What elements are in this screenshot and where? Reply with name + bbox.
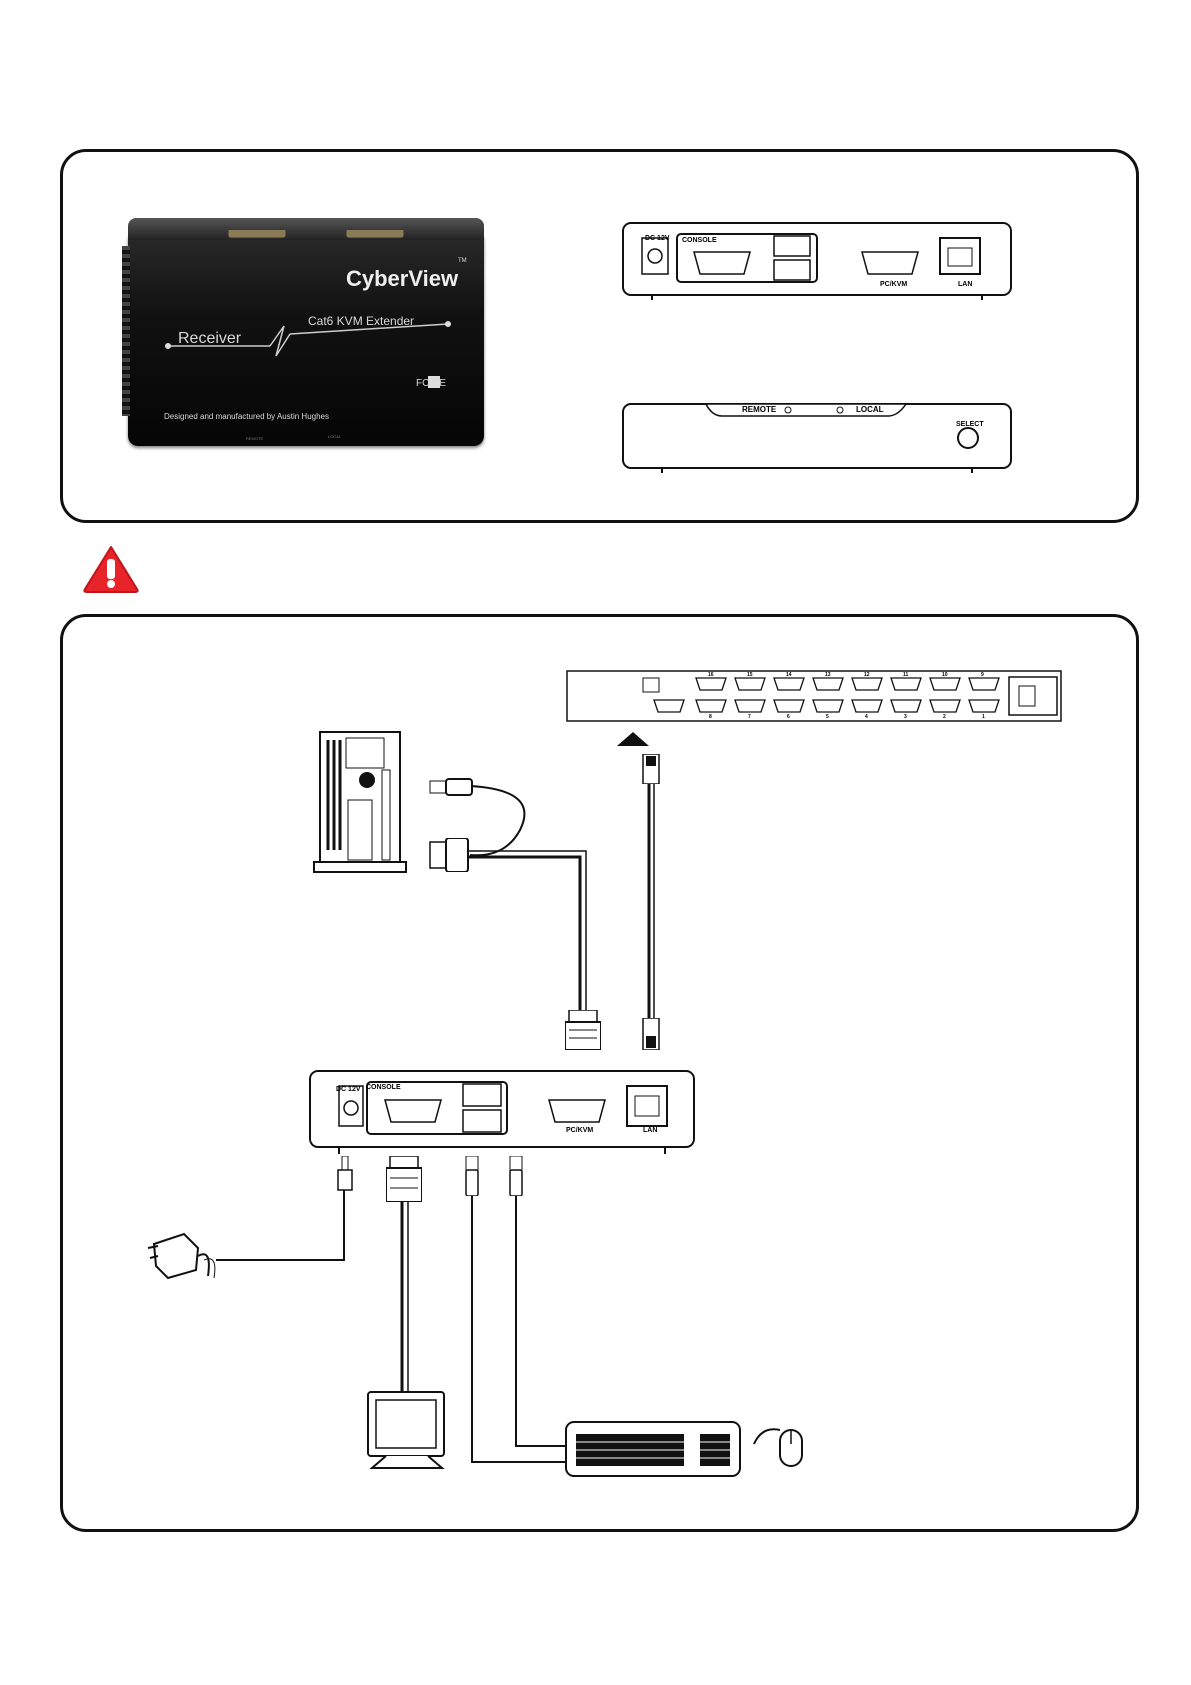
rear-pckvm-label: PC/KVM bbox=[880, 281, 907, 288]
kvm-port-bottom bbox=[930, 700, 960, 712]
kvm-port-top bbox=[969, 678, 999, 690]
remote-port-label: REMOTE bbox=[246, 436, 263, 441]
receiver-text: Receiver bbox=[178, 330, 241, 348]
ext-pckvm-label: PC/KVM bbox=[566, 1127, 593, 1134]
extender-rear-panel-drawing bbox=[309, 1070, 695, 1156]
mouse-icon bbox=[752, 1420, 806, 1476]
kvm-port-top bbox=[735, 678, 765, 690]
kvm-port-number: 5 bbox=[826, 714, 829, 720]
kvm-port-number: 8 bbox=[709, 714, 712, 720]
extender-text: Cat6 KVM Extender bbox=[308, 314, 414, 328]
kvm-port-top bbox=[930, 678, 960, 690]
kvm-port-top bbox=[852, 678, 882, 690]
power-adapter-icon bbox=[146, 1226, 222, 1282]
vga-plug-icon bbox=[428, 838, 472, 872]
ext-console-label: CONSOLE bbox=[366, 1084, 401, 1091]
kvm-port-bottom bbox=[696, 700, 726, 712]
manufacturer-text: Designed and manufactured by Austin Hugh… bbox=[164, 412, 329, 421]
kvm-switch-drawing bbox=[566, 670, 1062, 722]
kvm-port-number: 16 bbox=[708, 672, 714, 678]
computer-tower-icon bbox=[312, 730, 408, 876]
kvm-port-top bbox=[696, 678, 726, 690]
front-select-label: SELECT bbox=[956, 421, 984, 428]
kvm-port-number: 11 bbox=[903, 672, 908, 678]
rear-lan-label: LAN bbox=[958, 281, 972, 288]
usb-keyboard-plug-icon bbox=[465, 1156, 479, 1196]
local-port-label: LOCAL bbox=[328, 434, 341, 439]
kvm-port-number: 12 bbox=[864, 672, 870, 678]
rj45-plug-icon bbox=[641, 1018, 661, 1050]
keyboard-icon bbox=[564, 1420, 742, 1478]
kvm-port-number: 13 bbox=[825, 672, 831, 678]
kvm-port-number: 4 bbox=[865, 714, 868, 720]
kvm-port-number: 9 bbox=[981, 672, 984, 678]
kvm-port-bottom bbox=[852, 700, 882, 712]
kvm-port-top bbox=[891, 678, 921, 690]
kvm-port-number: 7 bbox=[748, 714, 751, 720]
dc-plug-icon bbox=[336, 1156, 354, 1192]
kvm-port-top bbox=[774, 678, 804, 690]
warning-icon bbox=[82, 544, 140, 594]
kvm-port-number: 15 bbox=[747, 672, 753, 678]
kvm-port-bottom bbox=[813, 700, 843, 712]
kvm-port-number: 3 bbox=[904, 714, 907, 720]
kvm-port-bottom bbox=[774, 700, 804, 712]
rj45-plug-top-icon bbox=[641, 754, 661, 784]
kvm-port-number: 10 bbox=[942, 672, 948, 678]
kvm-console-port bbox=[654, 700, 684, 712]
front-remote-label: REMOTE bbox=[742, 405, 776, 414]
rear-console-label: CONSOLE bbox=[682, 237, 717, 244]
ext-lan-label: LAN bbox=[643, 1127, 657, 1134]
kvm-port-number: 1 bbox=[982, 714, 985, 720]
kvm-port-number: 6 bbox=[787, 714, 790, 720]
ext-dc-label: DC 12V bbox=[336, 1086, 361, 1093]
kvm-port-number: 14 bbox=[786, 672, 792, 678]
brand-logo: CyberView bbox=[346, 266, 458, 292]
cert-marks: FC CE bbox=[416, 378, 446, 389]
front-local-label: LOCAL bbox=[856, 405, 884, 414]
kvm-port-bottom bbox=[735, 700, 765, 712]
receiver-photo: CyberView TM Receiver Cat6 KVM Extender … bbox=[128, 230, 484, 446]
usb-plug-icon bbox=[428, 778, 476, 796]
vga-monitor-plug-icon bbox=[386, 1156, 422, 1202]
kvm-port-number: 2 bbox=[943, 714, 946, 720]
rear-panel-drawing bbox=[622, 222, 1012, 302]
kvm-port-bottom bbox=[891, 700, 921, 712]
usb-mouse-plug-icon bbox=[509, 1156, 523, 1196]
rear-dc-label: DC 12V bbox=[645, 235, 670, 242]
monitor-icon bbox=[362, 1390, 452, 1470]
vga-connector-icon bbox=[565, 1010, 601, 1050]
kvm-port-top bbox=[813, 678, 843, 690]
kvm-port-bottom bbox=[969, 700, 999, 712]
front-panel-drawing bbox=[622, 398, 1012, 474]
tm-mark: TM bbox=[458, 258, 467, 264]
